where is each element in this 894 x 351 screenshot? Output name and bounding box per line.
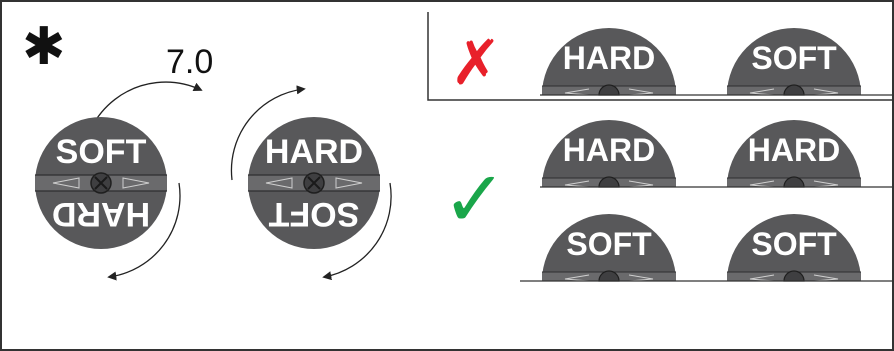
dial-label: HARD	[748, 132, 840, 168]
pointer-right-icon	[335, 177, 363, 189]
asterisk-icon: ✱	[22, 18, 66, 76]
pointer-left-icon	[265, 177, 293, 189]
dial-label: HARD	[563, 40, 655, 76]
screw-cross	[307, 176, 321, 190]
wrong-mark-icon: ✗	[450, 26, 502, 99]
right-mark-icon: ✓	[442, 155, 507, 245]
knob-bottom-label: HARD	[52, 195, 150, 233]
knob-top-label: SOFT	[56, 133, 147, 171]
dial-wrong-2: SOFT	[727, 28, 861, 96]
dial-right-1-2: HARD	[727, 120, 861, 188]
dial-label: SOFT	[751, 40, 837, 76]
pointer-left-icon	[52, 177, 80, 189]
pointer-right-icon	[122, 177, 150, 189]
rotate-arrow-bottom	[322, 182, 392, 281]
knob-soft-hard: SOFT HARD	[35, 81, 203, 281]
version-label: 7.0	[166, 43, 213, 81]
rotate-arrow-bottom	[107, 182, 181, 281]
dial-label: HARD	[563, 132, 655, 168]
knob-top-label: HARD	[265, 133, 363, 171]
wrong-panel-border	[427, 12, 894, 101]
dial-right-2-1: SOFT	[542, 214, 676, 282]
dial-right-1-1: HARD	[542, 120, 676, 188]
screw-cross	[94, 176, 108, 190]
dial-label: SOFT	[566, 226, 652, 262]
knob-hard-soft: HARD SOFT	[230, 85, 392, 281]
dial-label: SOFT	[751, 226, 837, 262]
dial-wrong-1: HARD	[542, 28, 676, 96]
knob-bottom-label: SOFT	[268, 195, 359, 233]
rotate-arrow-top	[230, 85, 306, 181]
dial-right-2-2: SOFT	[727, 214, 861, 282]
